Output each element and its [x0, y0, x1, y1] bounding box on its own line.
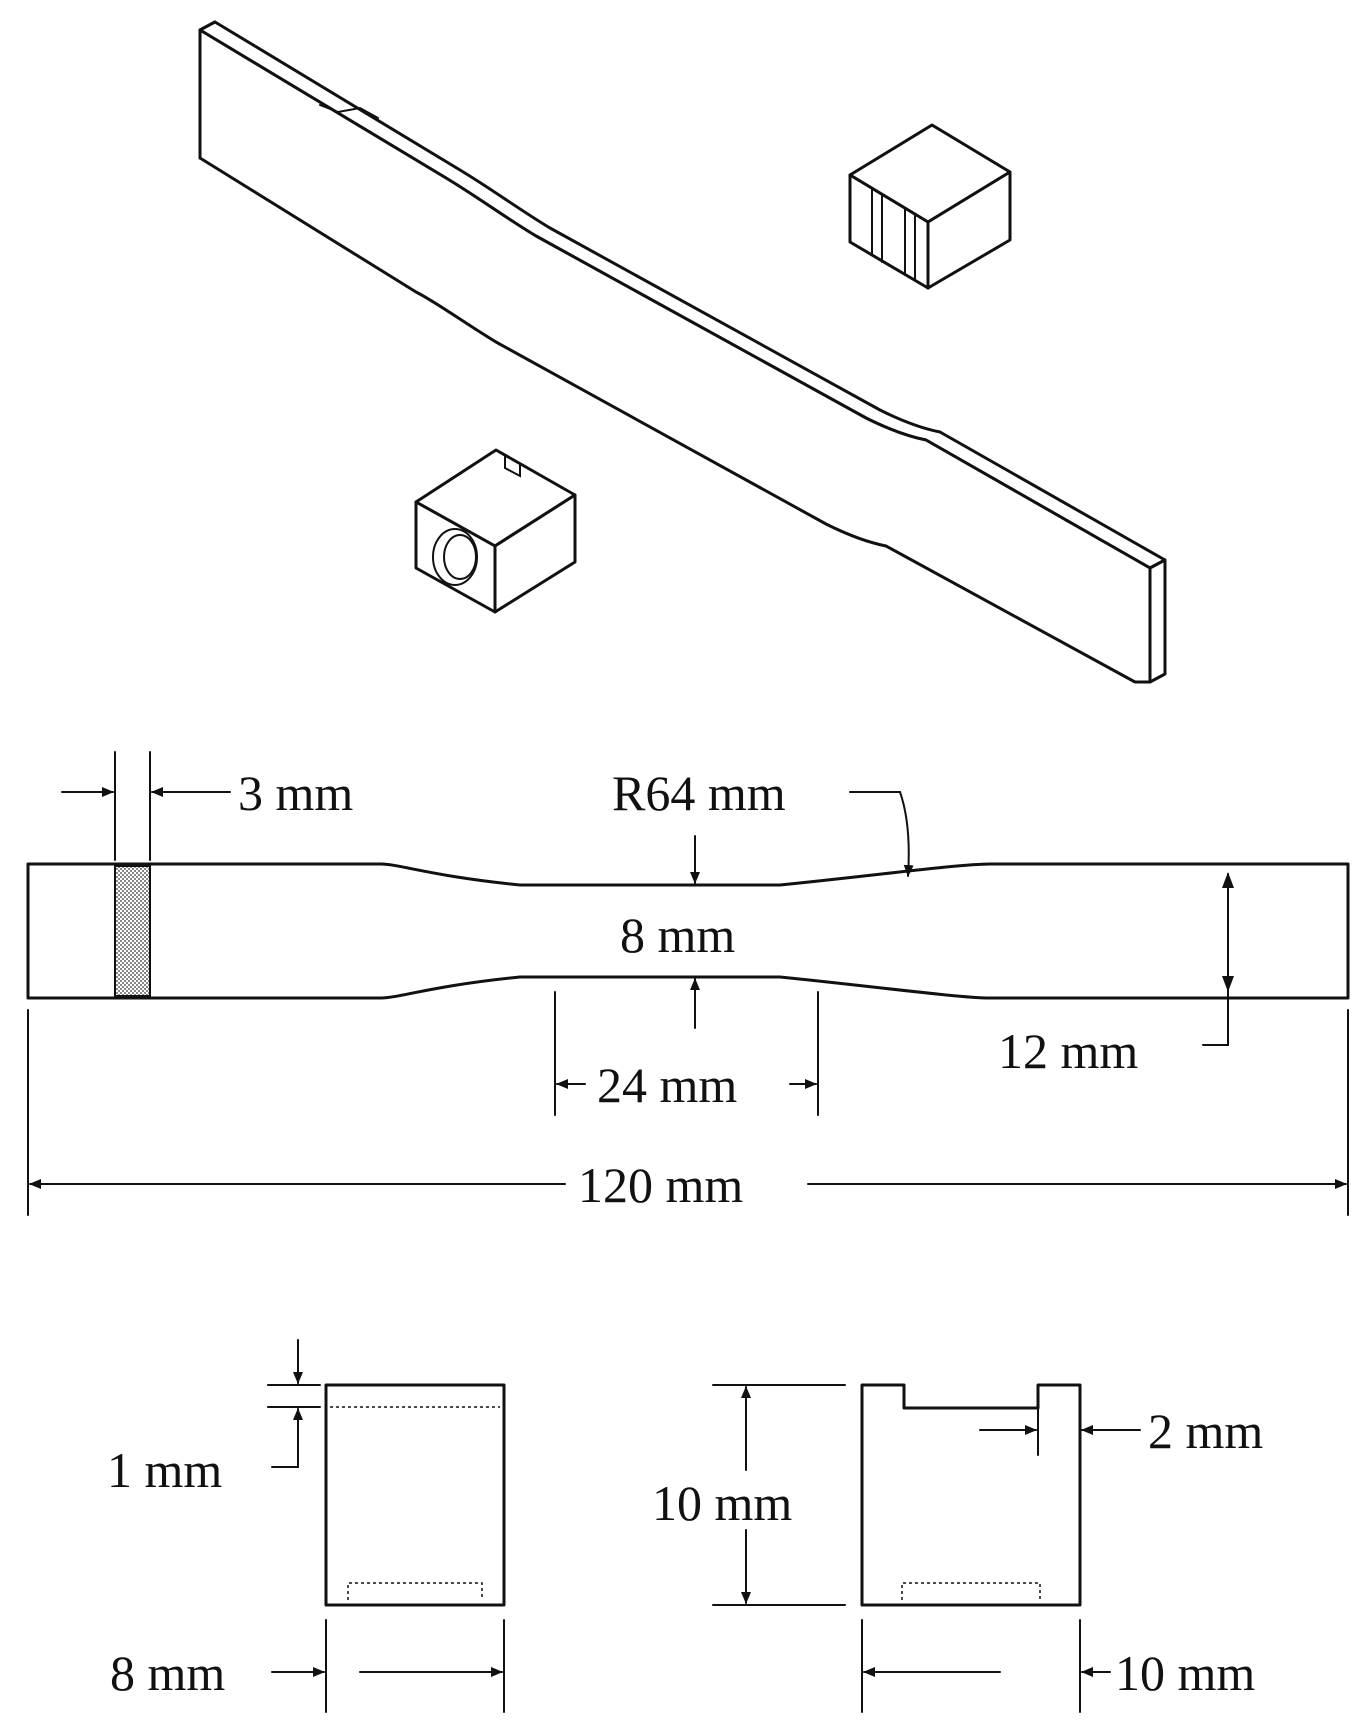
isometric-block-b	[848, 123, 1012, 290]
grip-width-label: 12 mm	[998, 1023, 1138, 1079]
specimen-front-face	[198, 28, 1152, 684]
specimen-plan-view: 3 mm R64 mm 8 mm 12 mm 24 mm 120 mm	[26, 751, 1350, 1216]
block-b-front	[848, 173, 930, 290]
grip-leader	[1202, 987, 1229, 1046]
block-b-notch-lines	[871, 187, 916, 281]
block-b-hidden-bottom	[901, 1582, 1041, 1600]
block-b-width-label: 10 mm	[1115, 1645, 1255, 1701]
block-a-hidden-bottom	[347, 1582, 483, 1600]
specimen-outline	[26, 862, 1350, 1000]
grip-arrow-top	[1222, 872, 1234, 888]
slot-width-label: 3 mm	[238, 765, 353, 821]
fillet-leader	[849, 791, 914, 877]
hole-inner	[443, 534, 477, 580]
fillet-radius-label: R64 mm	[612, 765, 786, 821]
total-length-label: 120 mm	[578, 1157, 743, 1213]
grip-step-left	[319, 104, 379, 119]
grip-arrow-bottom	[1222, 976, 1234, 992]
block-b-outline	[860, 1383, 1082, 1607]
block-b-height-label: 10 mm	[652, 1475, 792, 1531]
block-b-notch-label: 2 mm	[1148, 1403, 1263, 1459]
lip-leader	[271, 1451, 299, 1468]
grip-step-right	[1064, 519, 1101, 541]
specimen-top-face	[198, 20, 1167, 570]
block-a-view: 1 mm 8 mm	[107, 1339, 506, 1713]
block-a-front	[414, 500, 497, 614]
block-a-width-label: 8 mm	[110, 1645, 225, 1701]
neck-length-label: 24 mm	[597, 1057, 737, 1113]
block-a-outline	[324, 1383, 506, 1607]
isometric-block-a	[414, 448, 577, 614]
neck-width-label: 8 mm	[620, 907, 735, 963]
specimen-right-end-face	[1148, 558, 1167, 684]
block-a-groove	[504, 455, 521, 478]
isometric-specimen	[198, 20, 1167, 684]
hatched-slot	[114, 865, 151, 997]
block-b-view: 10 mm 2 mm 10 mm	[652, 1383, 1263, 1713]
lip-depth-label: 1 mm	[107, 1442, 222, 1498]
